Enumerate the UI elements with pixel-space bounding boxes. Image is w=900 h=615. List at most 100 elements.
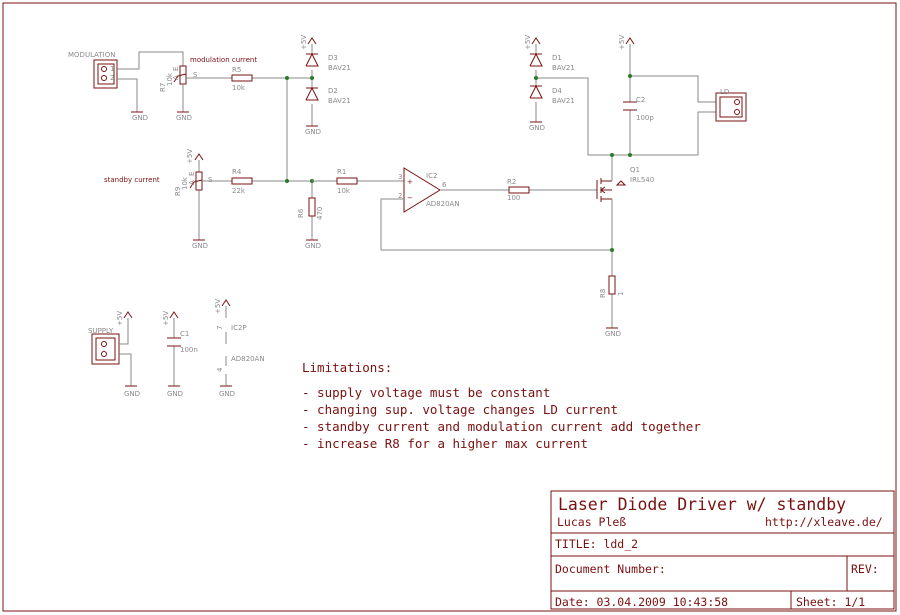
- d2-name: D2: [328, 87, 338, 95]
- c2-value: 100p: [636, 114, 654, 122]
- pin-label: 6: [442, 181, 447, 189]
- pin-label: 1: [110, 65, 114, 73]
- pin-label: E: [172, 67, 180, 71]
- capacitor-c2[interactable]: [623, 101, 637, 111]
- gnd-label: GND: [124, 390, 140, 398]
- title-block-author: Lucas Pleß: [557, 515, 626, 529]
- net-wire: [380, 198, 612, 251]
- opamp-plus: +: [407, 178, 413, 186]
- resistor-r2[interactable]: [508, 186, 530, 194]
- c1-name: C1: [180, 330, 189, 338]
- title-block-title-line: TITLE: ldd_2: [555, 537, 638, 551]
- resistor-r1[interactable]: [336, 177, 358, 185]
- limitation-item: - changing sup. voltage changes LD curre…: [302, 402, 618, 417]
- q1-name: Q1: [630, 166, 640, 174]
- gnd-label: GND: [167, 390, 183, 398]
- pin-label: 2: [398, 192, 402, 200]
- diode-d1[interactable]: [529, 52, 543, 67]
- limitations-heading: Limitations:: [302, 360, 392, 375]
- net-wire: [117, 51, 184, 112]
- gnd-label: GND: [219, 390, 235, 398]
- supply-connector[interactable]: [91, 333, 120, 365]
- r5-value: 10k: [232, 84, 246, 92]
- pin-label: A: [172, 75, 180, 80]
- pin-label: 7: [216, 326, 224, 330]
- ld-connector[interactable]: [715, 92, 747, 122]
- net-wire: [629, 44, 716, 155]
- title-block-title: Laser Diode Driver w/ standby: [558, 495, 846, 514]
- r1-name: R1: [337, 168, 346, 176]
- modulation-connector[interactable]: [93, 59, 118, 89]
- ic2-name: IC2: [426, 172, 437, 180]
- d1-value: BAV21: [552, 64, 575, 72]
- gnd-label: GND: [305, 128, 321, 136]
- resistor-r8[interactable]: [608, 275, 616, 295]
- pin-label: 3: [398, 173, 402, 181]
- gnd-label: GND: [176, 114, 192, 122]
- title-block-url: http://xleave.de/: [765, 515, 883, 529]
- title-block-doc-number: Document Number:: [555, 562, 666, 576]
- vcc-label: +5V: [524, 35, 532, 50]
- c1-value: 100n: [180, 346, 198, 354]
- opamp-ic2[interactable]: [403, 167, 441, 213]
- gnd-label: GND: [132, 114, 148, 122]
- r6-value: 470: [316, 207, 324, 220]
- vcc-label: +5V: [116, 311, 124, 326]
- title-block-rev: REV:: [851, 562, 879, 576]
- gnd-label: GND: [529, 124, 545, 132]
- diode-d4[interactable]: [529, 84, 543, 99]
- opamp-minus: −: [407, 194, 413, 202]
- limitation-item: - standby current and modulation current…: [302, 419, 701, 434]
- pin-label: S: [193, 71, 198, 79]
- r8-value: 1: [617, 292, 625, 296]
- limitation-item: - increase R8 for a higher max current: [302, 436, 588, 451]
- capacitor-c1[interactable]: [167, 337, 181, 347]
- vcc-label: +5V: [162, 311, 170, 326]
- mosfet-q1[interactable]: [596, 178, 627, 202]
- d4-name: D4: [552, 87, 562, 95]
- r6-name: R6: [297, 208, 305, 218]
- supply-connector-label: SUPPLY: [88, 327, 114, 335]
- d3-name: D3: [328, 54, 338, 62]
- vcc-label: +5V: [186, 149, 194, 164]
- pin-label: 2: [110, 74, 114, 82]
- limitation-item: - supply voltage must be constant: [302, 385, 550, 400]
- r2-value: 100: [507, 194, 520, 202]
- r7-value: 10k: [166, 72, 174, 86]
- gnd-label: GND: [305, 242, 321, 250]
- r5-name: R5: [232, 66, 241, 74]
- net-wire: [202, 78, 312, 182]
- d4-value: BAV21: [552, 97, 575, 105]
- diode-d2[interactable]: [305, 86, 319, 101]
- gnd-label: GND: [605, 330, 621, 338]
- title-block-sheet: Sheet: 1/1: [796, 595, 865, 609]
- vcc-label: +5V: [214, 299, 222, 314]
- d3-value: BAV21: [328, 64, 351, 72]
- d2-value: BAV21: [328, 97, 351, 105]
- pin-label: S: [208, 176, 213, 184]
- standby-current-label: standby current: [104, 176, 160, 184]
- title-block: [550, 490, 895, 610]
- vcc-label: +5V: [300, 35, 308, 50]
- c2-name: C2: [636, 96, 645, 104]
- resistor-r6[interactable]: [308, 197, 316, 217]
- resistor-r4[interactable]: [231, 177, 253, 185]
- modulation-connector-label: MODULATION: [68, 51, 115, 59]
- r2-name: R2: [507, 178, 516, 186]
- r4-value: 22k: [232, 187, 246, 195]
- r9-name: R9: [174, 187, 182, 196]
- r4-name: R4: [232, 168, 242, 176]
- ic2p-value: AD820AN: [231, 355, 265, 363]
- gnd-label: GND: [192, 242, 208, 250]
- r7-name: R7: [159, 83, 167, 92]
- net-wire: [119, 318, 132, 386]
- ic2-value: AD820AN: [426, 200, 460, 208]
- r8-name: R8: [599, 289, 607, 298]
- title-block-date: Date: 03.04.2009 10:43:58: [555, 595, 728, 609]
- d1-name: D1: [552, 54, 562, 62]
- resistor-r5[interactable]: [231, 74, 253, 82]
- diode-d3[interactable]: [305, 52, 319, 67]
- pin-label: 4: [216, 367, 224, 372]
